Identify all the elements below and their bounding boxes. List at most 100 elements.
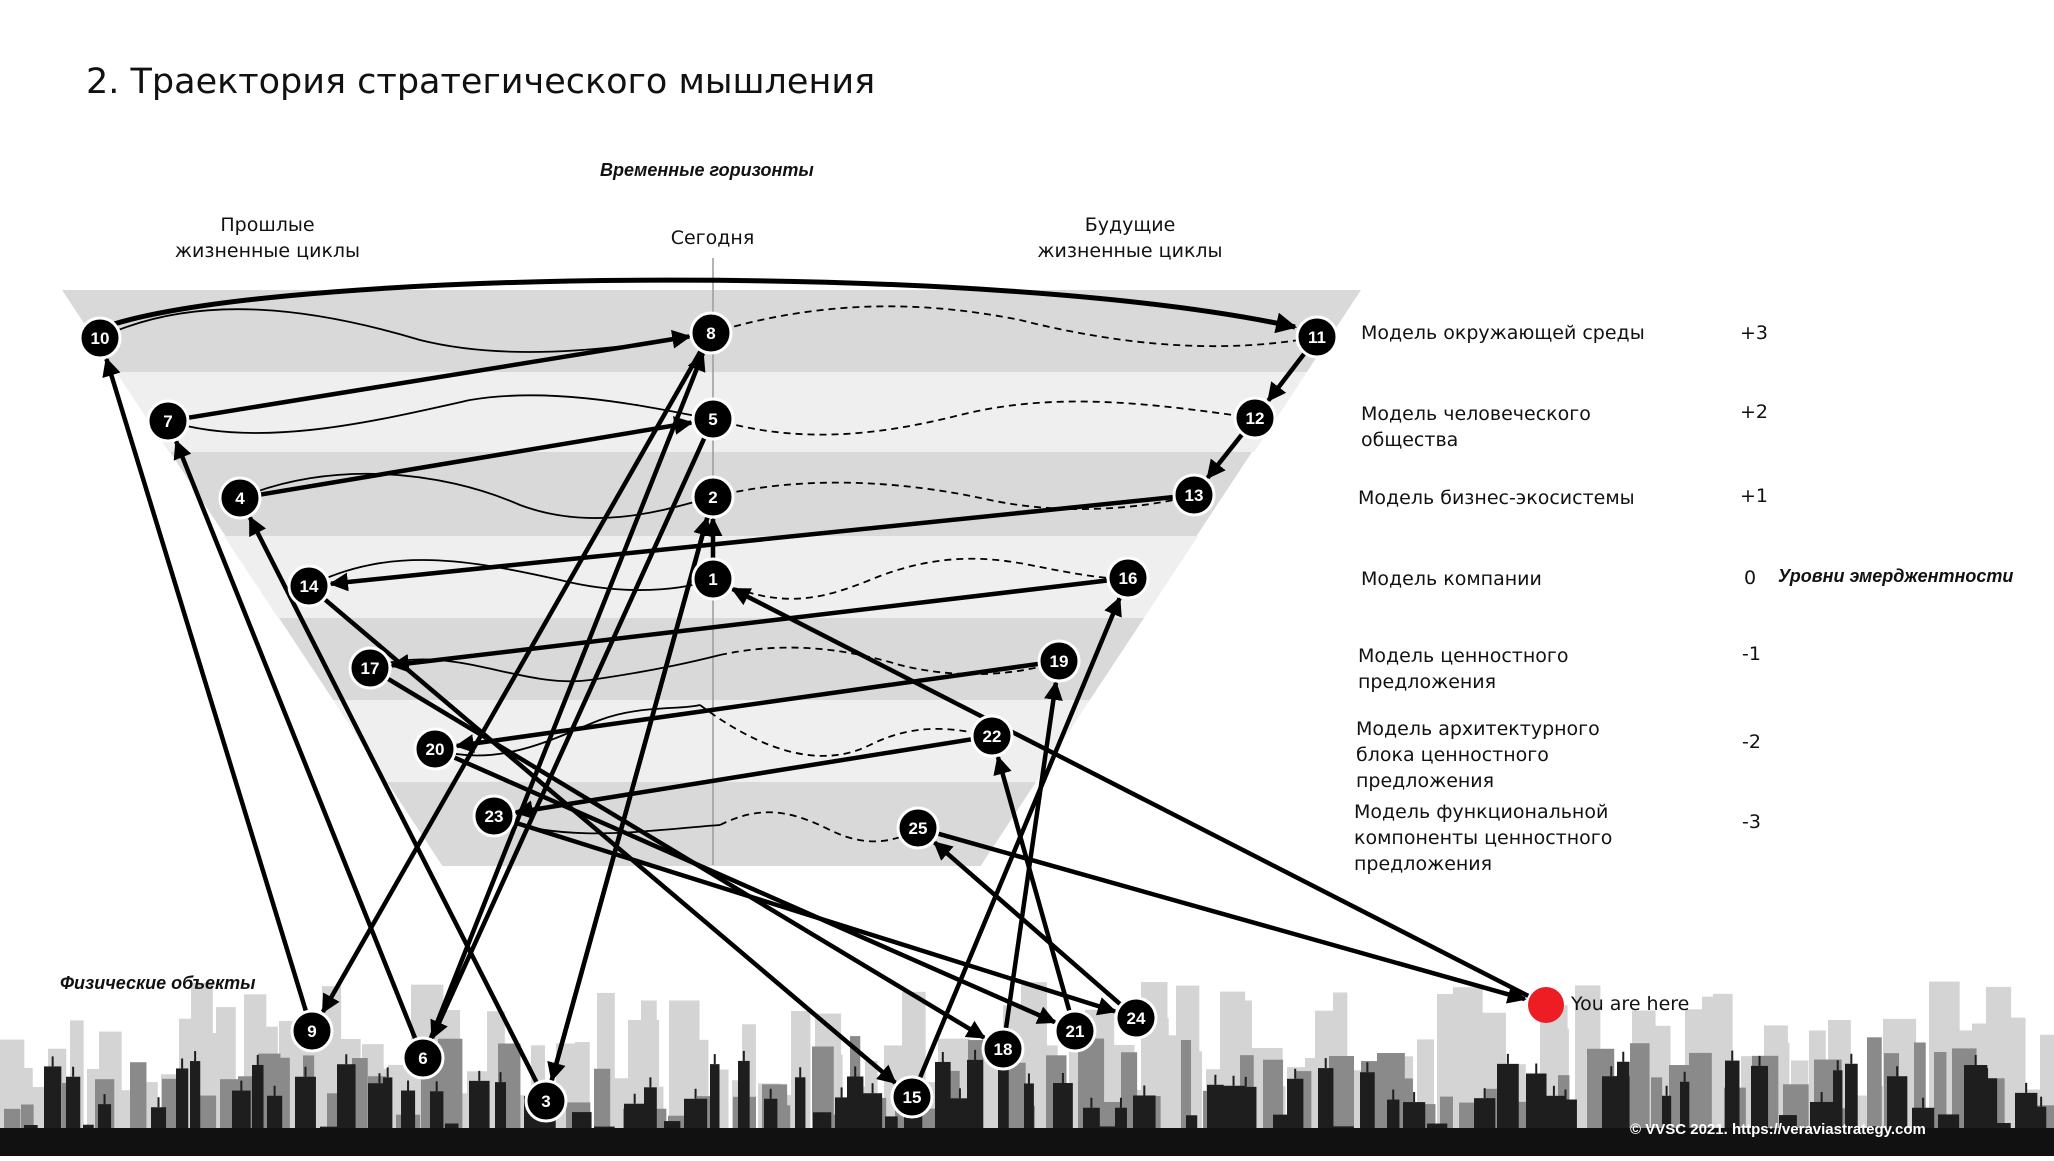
city-skyline (0, 981, 2054, 1156)
node-12-circle (1233, 396, 1277, 440)
level-label-0: Модель компании (1361, 568, 1542, 590)
node-14[interactable]: 14 (287, 564, 331, 608)
node-2[interactable]: 2 (691, 475, 735, 519)
arrow-here-to-1 (730, 587, 1530, 998)
arrow-4-to-5 (259, 416, 694, 497)
node-8[interactable]: 8 (689, 311, 733, 355)
node-20[interactable]: 20 (413, 727, 457, 771)
physical-objects-label: Физические объекты (60, 973, 256, 993)
node-13[interactable]: 13 (1172, 473, 1216, 517)
node-4[interactable]: 4 (218, 476, 262, 520)
node-17[interactable]: 17 (348, 646, 392, 690)
arrow-14-to-15 (322, 597, 897, 1085)
node-14-circle (287, 564, 331, 608)
node-10[interactable]: 10 (78, 316, 122, 360)
node-7-label: 7 (163, 412, 172, 431)
node-9-label: 9 (307, 1022, 316, 1041)
node-3[interactable]: 3 (524, 1079, 568, 1123)
node-16[interactable]: 16 (1106, 556, 1150, 600)
node-10-circle (78, 316, 122, 360)
node-21[interactable]: 21 (1053, 1009, 1097, 1053)
node-21-circle (1053, 1009, 1097, 1053)
node-14-label: 14 (300, 577, 319, 596)
node-25-circle (896, 806, 940, 850)
node-9-circle (290, 1009, 334, 1053)
node-16-label: 16 (1119, 569, 1138, 588)
past-curve-4 (308, 559, 714, 591)
node-5-circle (691, 397, 735, 441)
node-18-circle (981, 1027, 1025, 1071)
past-curve-3 (239, 472, 714, 519)
arrow-6-to-8 (428, 351, 706, 1041)
future-curve-2 (712, 400, 1256, 436)
level-value-plus3: +3 (1740, 322, 1769, 344)
node-7-circle (146, 399, 190, 443)
column-past-header: Прошлые жизненные циклы (174, 214, 361, 262)
node-23-label: 23 (485, 807, 504, 826)
node-20-circle (413, 727, 457, 771)
level-label-plus2: Модель человеческого общества (1361, 403, 1591, 451)
future-curve-4 (712, 557, 1129, 600)
node-12[interactable]: 12 (1233, 396, 1277, 440)
arrow-11-to-12 (1266, 351, 1307, 403)
node-23[interactable]: 23 (472, 794, 516, 838)
node-15-circle (890, 1075, 934, 1119)
node-24-circle (1114, 996, 1158, 1040)
you-are-here-marker[interactable] (1528, 987, 1564, 1023)
column-future-header: Будущие жизненные циклы (1037, 214, 1223, 262)
node-24[interactable]: 24 (1114, 996, 1158, 1040)
node-11[interactable]: 11 (1295, 315, 1339, 359)
node-25[interactable]: 25 (896, 806, 940, 850)
arrow-19-to-20 (454, 661, 1040, 753)
trajectory-arrows (102, 277, 1530, 1085)
arrow-20-to-21 (452, 755, 1057, 1025)
node-20-label: 20 (426, 740, 445, 759)
arrow-13-to-14 (329, 494, 1175, 592)
node-1-circle (691, 557, 735, 601)
node-15-label: 15 (903, 1088, 922, 1107)
arrow-2-to-3 (547, 515, 710, 1082)
arrow-16-to-17 (389, 578, 1109, 673)
arrow-10-to-11 (113, 277, 1298, 334)
node-6-circle (401, 1036, 445, 1080)
arrow-6-to-7 (173, 439, 418, 1041)
node-1[interactable]: 1 (691, 557, 735, 601)
arrow-22-to-23 (513, 736, 973, 820)
node-2-label: 2 (708, 488, 717, 507)
level-label-minus2: Модель архитектурного блока ценностного … (1356, 718, 1600, 792)
node-1-label: 1 (708, 570, 717, 589)
node-15[interactable]: 15 (890, 1075, 934, 1119)
future-curve-1 (710, 305, 1318, 348)
node-4-label: 4 (235, 489, 245, 508)
node-17-circle (348, 646, 392, 690)
node-6[interactable]: 6 (401, 1036, 445, 1080)
future-curve-3 (712, 481, 1195, 510)
node-3-label: 3 (541, 1092, 550, 1111)
node-6-label: 6 (418, 1049, 427, 1068)
node-19[interactable]: 19 (1037, 639, 1081, 683)
time-horizons-label: Временные горизонты (600, 160, 814, 180)
node-5[interactable]: 5 (691, 397, 735, 441)
node-18-label: 18 (994, 1040, 1013, 1059)
node-22[interactable]: 22 (970, 714, 1014, 758)
node-5-label: 5 (708, 410, 717, 429)
node-10-label: 10 (91, 329, 110, 348)
node-18[interactable]: 18 (981, 1027, 1025, 1071)
node-11-circle (1295, 315, 1339, 359)
column-today-header: Сегодня (670, 227, 755, 249)
arrow-12-to-13 (1205, 432, 1245, 480)
emergence-band-7 (387, 782, 1036, 866)
arrow-7-to-8 (187, 329, 692, 421)
arrow-9-to-10 (102, 357, 309, 1013)
arrow-25-to-here (936, 831, 1527, 1004)
node-19-label: 19 (1050, 652, 1069, 671)
node-19-circle (1037, 639, 1081, 683)
node-22-label: 22 (983, 727, 1002, 746)
node-3-circle (524, 1079, 568, 1123)
node-11-label: 11 (1308, 328, 1326, 347)
node-2-circle (691, 475, 735, 519)
node-9[interactable]: 9 (290, 1009, 334, 1053)
node-7[interactable]: 7 (146, 399, 190, 443)
node-8-label: 8 (706, 324, 715, 343)
